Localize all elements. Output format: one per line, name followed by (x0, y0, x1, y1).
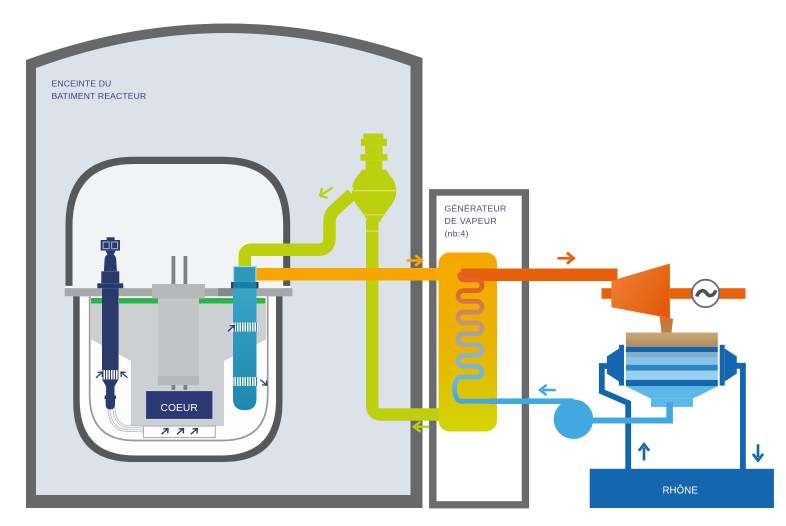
svg-text:BATIMENT REACTEUR: BATIMENT REACTEUR (52, 91, 147, 101)
svg-text:(nb:4): (nb:4) (445, 229, 469, 239)
svg-text:RHÔNE: RHÔNE (662, 485, 698, 496)
svg-text:DE VAPEUR: DE VAPEUR (445, 216, 498, 226)
svg-text:GÉNÉRATEUR: GÉNÉRATEUR (445, 204, 507, 214)
svg-text:ENCEINTE DU: ENCEINTE DU (52, 79, 112, 89)
svg-text:COEUR: COEUR (161, 403, 198, 414)
